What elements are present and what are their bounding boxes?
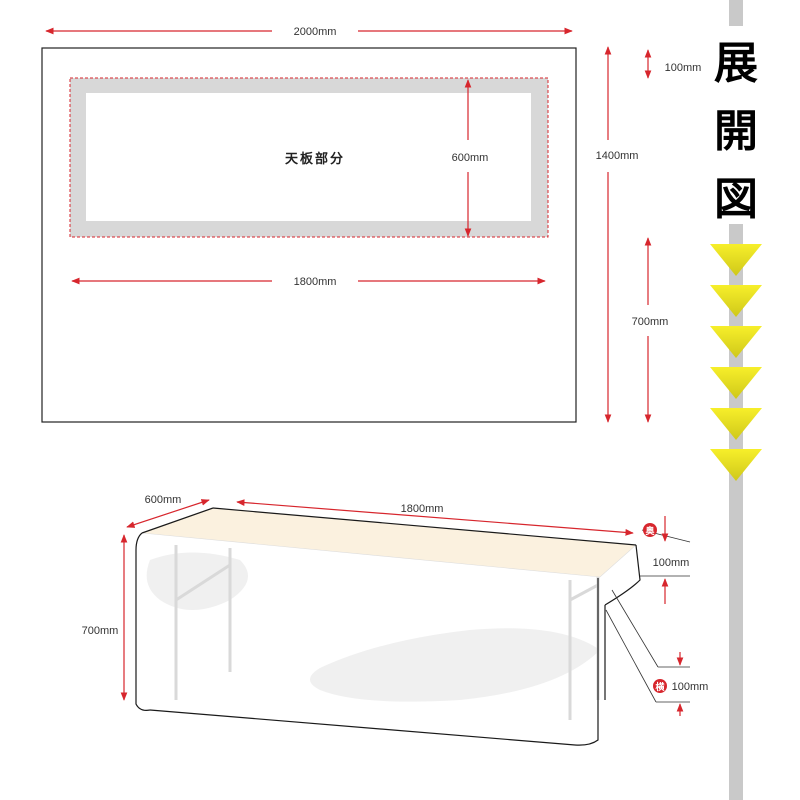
cloth-outline	[41, 47, 577, 423]
total-height-label: 1400mm	[596, 150, 639, 162]
depth-arrow	[126, 499, 210, 528]
title-char-3: 図	[714, 174, 758, 225]
side-margin-leader	[605, 589, 690, 703]
tabletop-inner	[86, 93, 531, 221]
down-triangle-icon	[710, 449, 762, 481]
inner-height-label: 600mm	[452, 152, 489, 164]
back-badge-label: 奥	[644, 525, 655, 537]
length-label: 1800mm	[401, 503, 444, 515]
down-triangle-icon	[710, 367, 762, 399]
tabletop-dashed-outline	[69, 77, 549, 238]
title-backdrop	[706, 26, 766, 224]
width-label: 2000mm	[294, 26, 337, 38]
down-triangle-icon	[710, 408, 762, 440]
inner-width-label: 1800mm	[294, 276, 337, 288]
side-margin-label: 100mm	[672, 681, 709, 693]
depth-label: 600mm	[145, 494, 182, 506]
length-arrow	[236, 499, 634, 536]
drop-label: 700mm	[632, 316, 669, 328]
side-badge-label: 横	[655, 681, 665, 693]
title-char-2: 開	[714, 106, 758, 157]
down-triangle-icon	[710, 244, 762, 276]
height-label: 700mm	[82, 625, 119, 637]
title-char-1: 展	[714, 38, 758, 89]
down-triangle-icon	[710, 326, 762, 358]
side-badge	[653, 679, 667, 693]
top-margin-label: 100mm	[665, 62, 702, 74]
back-margin-label: 100mm	[653, 557, 690, 569]
back-badge	[643, 523, 657, 537]
tabletop-area-label: 天板部分	[285, 151, 345, 167]
down-triangle-icon	[710, 285, 762, 317]
shadow-blob	[310, 628, 600, 702]
shadow-blob	[146, 552, 248, 610]
